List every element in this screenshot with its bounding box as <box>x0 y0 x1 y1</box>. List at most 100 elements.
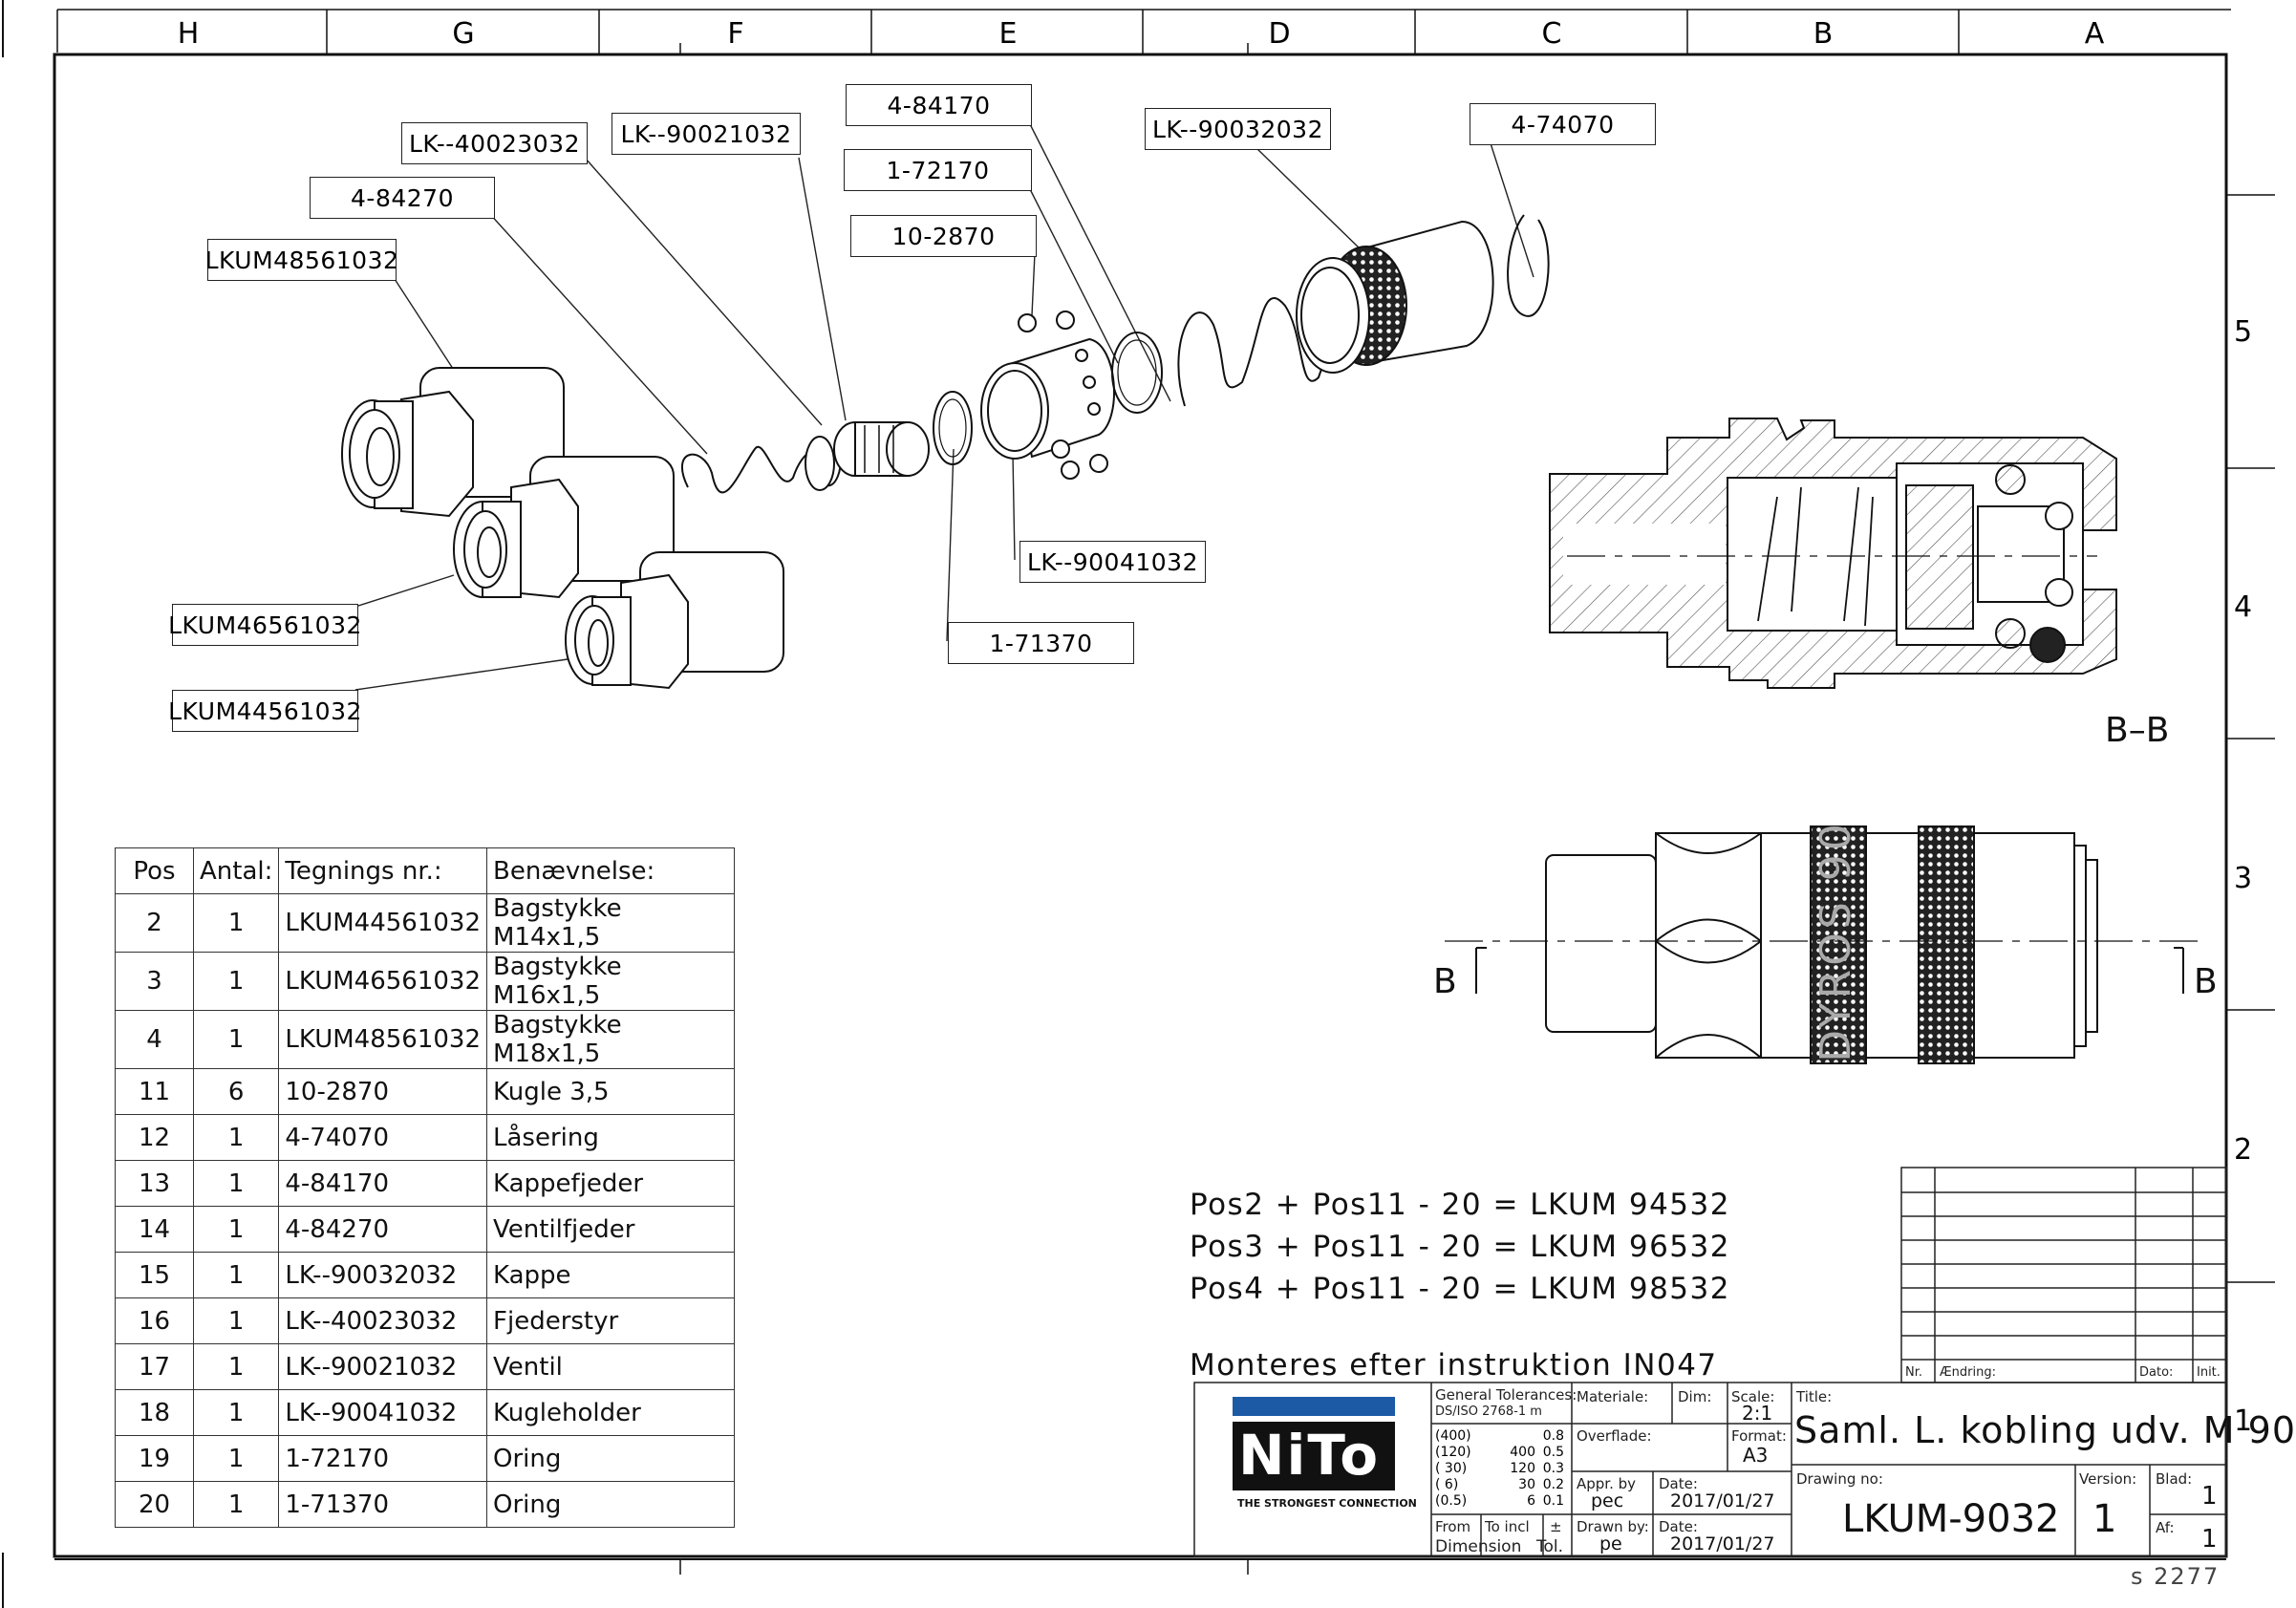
tol-row: (400)0.8 <box>1435 1428 1564 1445</box>
bom-cell: 1 <box>192 893 280 953</box>
callout-1-72170: 1-72170 <box>844 149 1032 191</box>
tol-value: 0.1 <box>1542 1493 1564 1509</box>
tol-value: 0.3 <box>1542 1461 1564 1476</box>
tol-from: ( 30) <box>1435 1461 1468 1476</box>
callout-1-71370: 1-71370 <box>948 622 1134 664</box>
overflade-label: Overflade: <box>1577 1427 1652 1445</box>
bom-cell: 17 <box>115 1343 194 1390</box>
revision-block <box>1900 1167 2227 1383</box>
spring-guide <box>805 436 835 491</box>
bom-cell: 1 <box>192 1297 280 1344</box>
bom-cell: Bagstykke M14x1,5 <box>486 893 736 953</box>
bom-cell: 4-74070 <box>278 1114 488 1161</box>
bom-cell: LK--90041032 <box>278 1389 488 1436</box>
tol-to <box>1492 1428 1535 1445</box>
format-value: A3 <box>1743 1444 1769 1467</box>
bom-header-row: Pos Antal: Tegnings nr.: Benævnelse: <box>115 847 736 894</box>
bom-cell: Kugleholder <box>486 1389 736 1436</box>
bom-cell: Kappe <box>486 1252 736 1298</box>
section-cut-left: B <box>1433 962 1457 1001</box>
bom-cell: 13 <box>115 1160 194 1207</box>
assembly-instruction: Monteres efter instruktion IN047 <box>1190 1348 1718 1383</box>
tol-from-label: From <box>1435 1518 1471 1535</box>
tol-to-incl-label: To incl <box>1485 1518 1530 1535</box>
section-cut-right: B <box>2194 962 2218 1001</box>
bom-header-cell: Benævnelse: <box>486 847 736 894</box>
tol-from: (0.5) <box>1435 1493 1468 1509</box>
bom-cell: 1 <box>192 1206 280 1253</box>
bom-cell: 1-71370 <box>278 1481 488 1528</box>
back-piece-m14 <box>565 551 784 690</box>
callout-4-84170: 4-84170 <box>846 84 1032 126</box>
back-piece-m16 <box>453 456 675 599</box>
grid-row-label: 4 <box>2234 590 2253 624</box>
grid-column-label: G <box>452 17 475 51</box>
drawn-by-label: Drawn by: <box>1577 1518 1649 1535</box>
bom-cell: 11 <box>115 1068 194 1115</box>
bom-cell: 4-84170 <box>278 1160 488 1207</box>
callout-lk-90041032: LK--90041032 <box>1019 541 1206 583</box>
format-label: Format: <box>1731 1427 1787 1445</box>
bom-cell: 4 <box>115 1010 194 1069</box>
section-b-b <box>1549 418 2117 689</box>
bom-cell: 2 <box>115 893 194 953</box>
grid-column-label: A <box>2084 17 2105 51</box>
bom-cell: 6 <box>192 1068 280 1115</box>
blad-label: Blad: <box>2156 1470 2193 1488</box>
bom-cell: Kugle 3,5 <box>486 1068 736 1115</box>
bom-header-cell: Antal: <box>192 847 280 894</box>
bom-cell: Låsering <box>486 1114 736 1161</box>
bom-header-cell: Tegnings nr.: <box>278 847 488 894</box>
formula-line-3: Pos4 + Pos11 - 20 = LKUM 98532 <box>1190 1272 1730 1306</box>
callout-lkum48561032: LKUM48561032 <box>205 239 398 281</box>
version-value: 1 <box>2092 1497 2117 1541</box>
bom-cell: LK--90021032 <box>278 1343 488 1390</box>
drawing-number: LKUM-9032 <box>1842 1497 2060 1541</box>
appr-by-value: pec <box>1591 1490 1624 1512</box>
date-label-1: Date: <box>1659 1475 1698 1492</box>
grid-column-label: E <box>998 17 1018 51</box>
version-label: Version: <box>2079 1470 2137 1488</box>
bom-cell: Fjederstyr <box>486 1297 736 1344</box>
oring-1-71370 <box>933 391 973 465</box>
bom-cell: LKUM46561032 <box>278 952 488 1011</box>
formula-line-1: Pos2 + Pos11 - 20 = LKUM 94532 <box>1190 1188 1730 1222</box>
tol-to: 400 <box>1510 1445 1535 1460</box>
bom-cell: Oring <box>486 1435 736 1482</box>
locking-ring <box>1507 214 1550 317</box>
blad-value: 1 <box>2201 1482 2218 1511</box>
nito-tagline: THE STRONGEST CONNECTION <box>1237 1497 1417 1510</box>
tol-value: 0.5 <box>1542 1445 1564 1460</box>
callout-lk-90032032: LK--90032032 <box>1145 108 1331 150</box>
rev-change-label: Ændring: <box>1940 1365 1996 1380</box>
ball-holder <box>980 337 1115 460</box>
callout-lk-90021032: LK--90021032 <box>612 113 801 155</box>
af-value: 1 <box>2201 1525 2218 1554</box>
grid-row-label: 2 <box>2234 1133 2253 1167</box>
scale-label: Scale: <box>1731 1388 1775 1405</box>
bom-cell: 18 <box>115 1389 194 1436</box>
af-label: Af: <box>2156 1519 2175 1536</box>
bom-cell: 12 <box>115 1114 194 1161</box>
bom-header-cell: Pos <box>115 847 194 894</box>
drawn-by-value: pe <box>1599 1533 1622 1554</box>
bom-cell: 1 <box>192 952 280 1011</box>
date-value-2: 2017/01/27 <box>1670 1533 1775 1554</box>
title-label: Title: <box>1796 1388 1833 1405</box>
bom-cell: 1 <box>192 1481 280 1528</box>
bom-cell: 16 <box>115 1297 194 1344</box>
